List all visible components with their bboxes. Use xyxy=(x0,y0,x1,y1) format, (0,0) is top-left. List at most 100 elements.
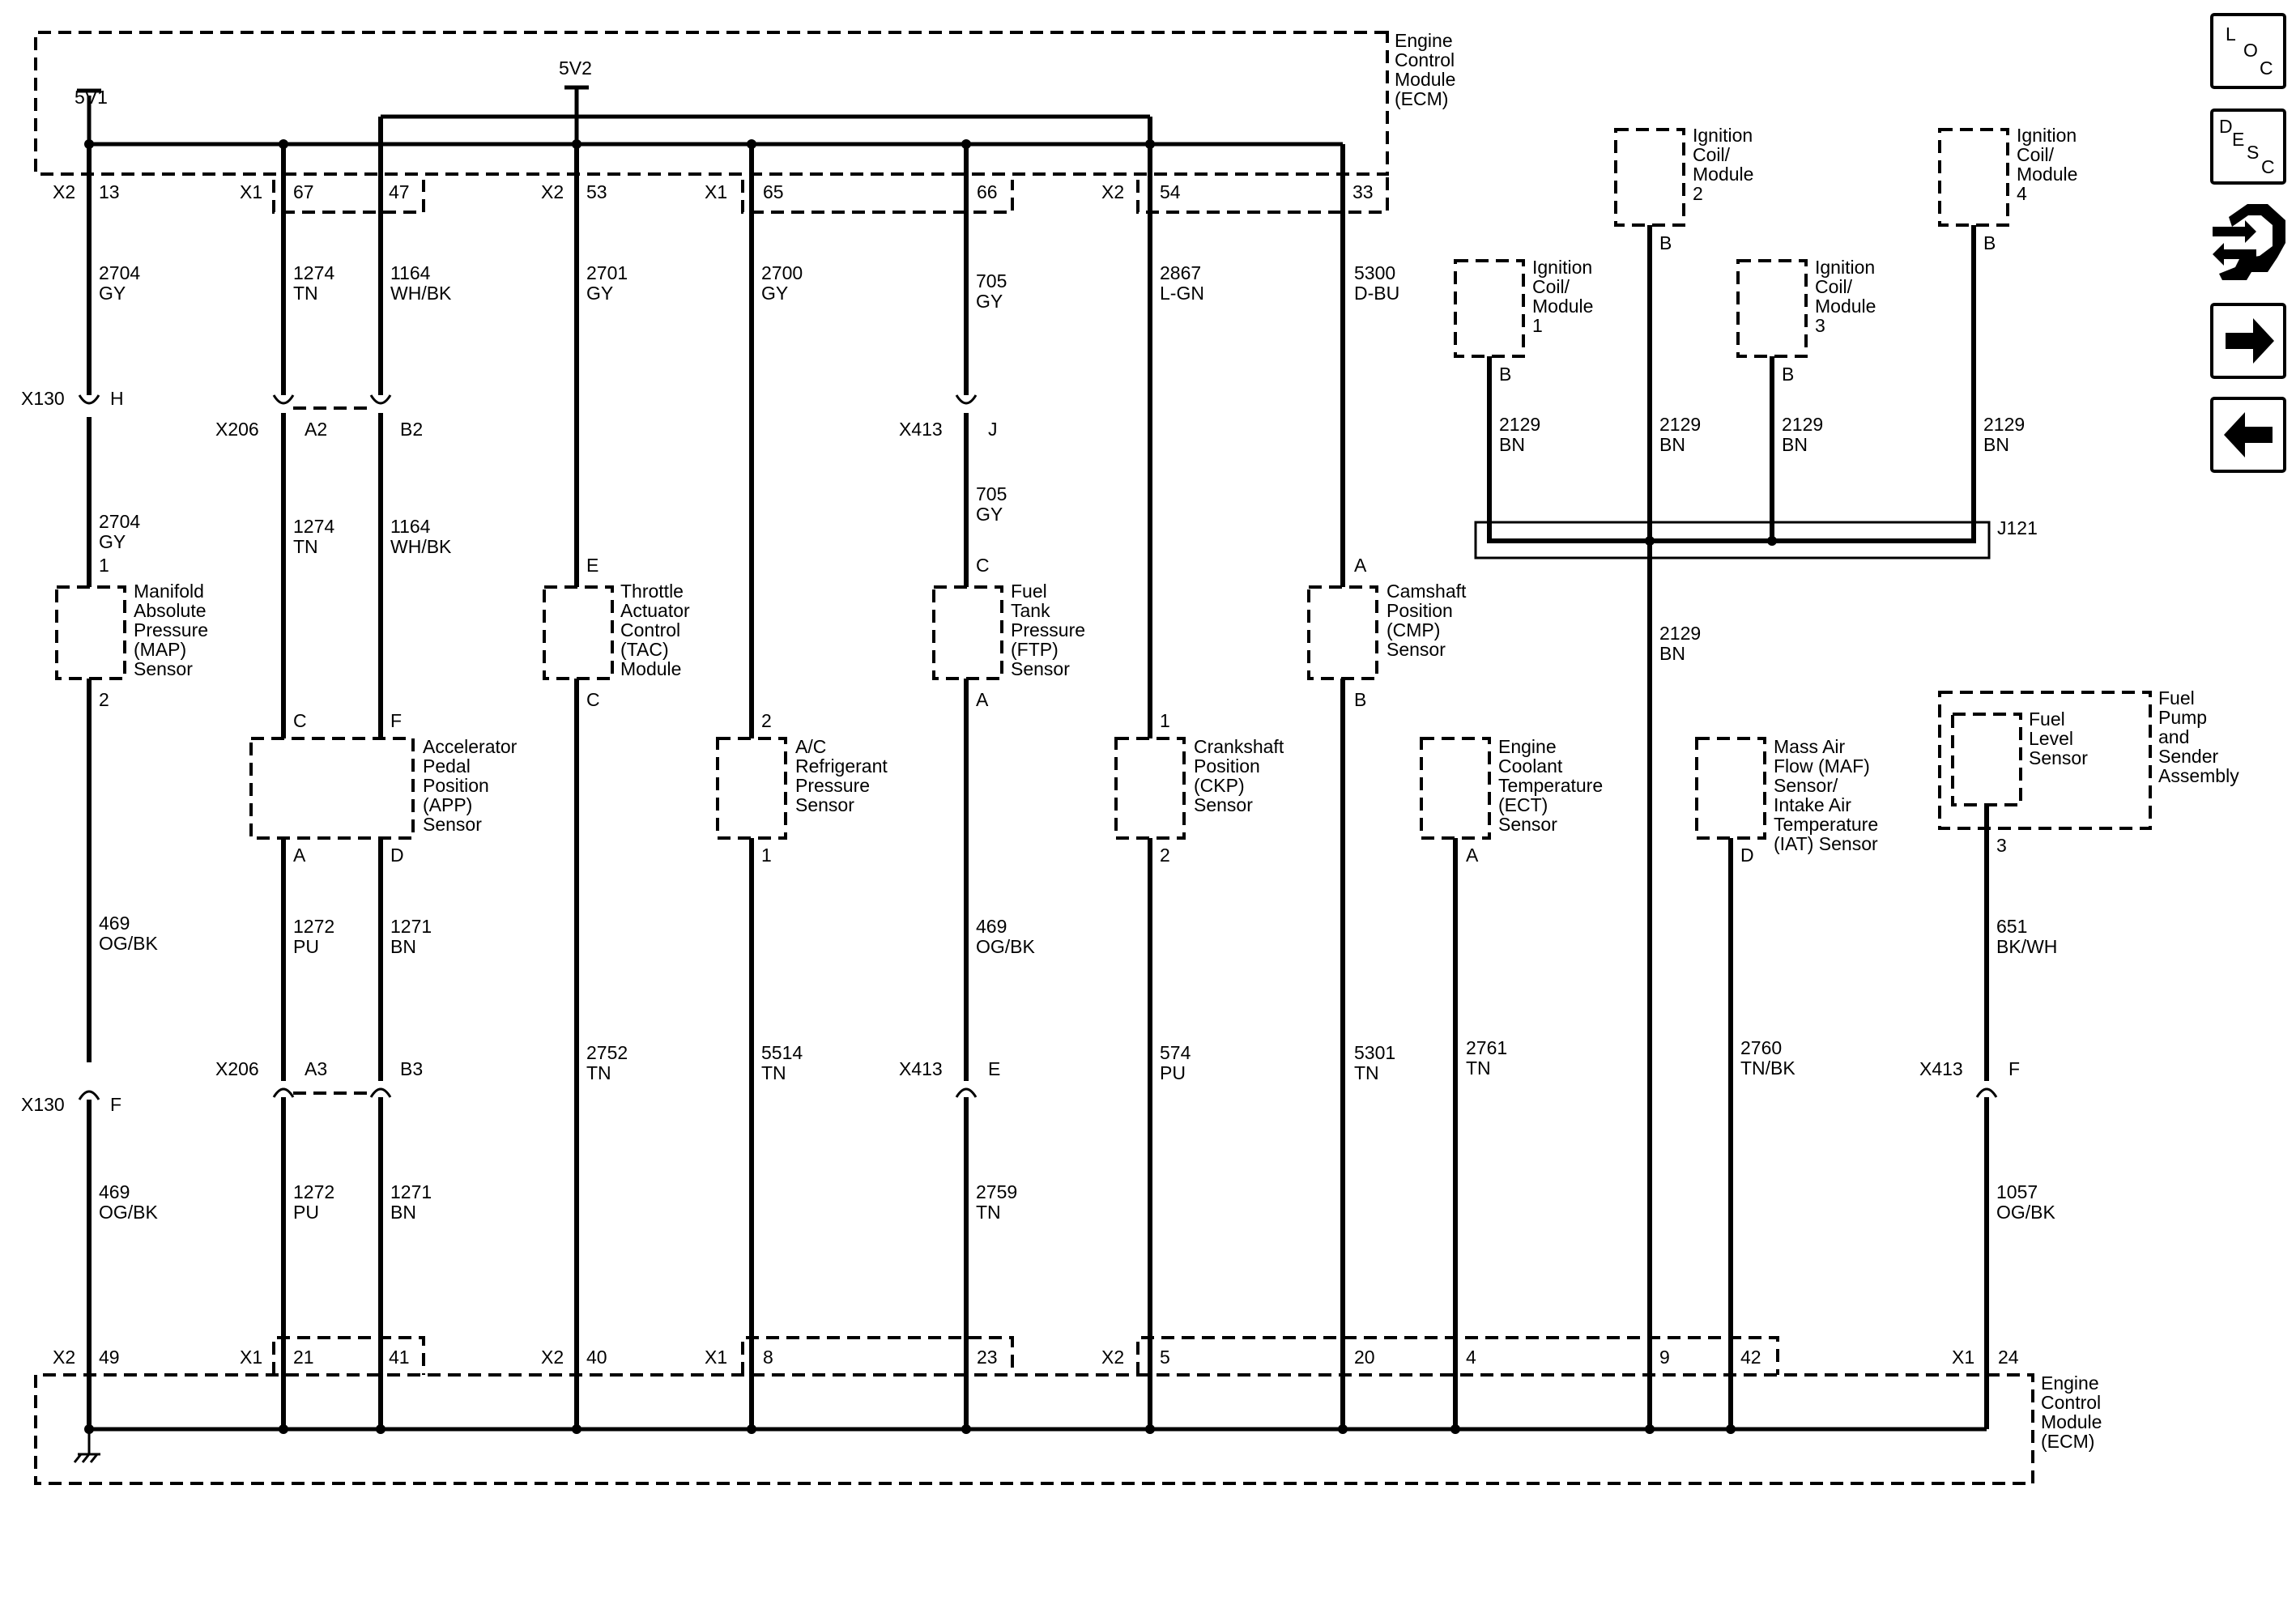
wire-label: GY xyxy=(99,531,126,552)
wire-label: GY xyxy=(976,291,1003,312)
pin-label: D xyxy=(1740,845,1754,866)
wire-label: TN xyxy=(1354,1062,1379,1083)
wire-label: OG/BK xyxy=(1996,1202,2056,1223)
wire-label: GY xyxy=(99,283,126,304)
inline-connector-label: X130 xyxy=(21,1094,65,1115)
wire-label: TN xyxy=(976,1202,1001,1223)
ecm-pin-label: 33 xyxy=(1352,181,1374,202)
inline-connector-label: X413 xyxy=(899,1058,943,1079)
pin-label: B xyxy=(1983,232,1996,253)
wire-label: 469 xyxy=(976,916,1007,937)
connector-pin-label: B3 xyxy=(400,1058,423,1079)
pin-label: 2 xyxy=(99,689,109,710)
ecm-conn-label: X2 xyxy=(53,181,75,202)
ecm-conn-label: X2 xyxy=(1101,181,1124,202)
wire-label: PU xyxy=(293,1202,319,1223)
ect-sensor-box xyxy=(1420,737,1491,840)
splice-j121-box xyxy=(1474,521,1991,560)
wire-label: 574 xyxy=(1160,1042,1191,1063)
wire-label: BN xyxy=(1659,643,1685,664)
ecm-conn-label: X2 xyxy=(53,1347,75,1368)
connector-pin-label: F xyxy=(2008,1058,2020,1079)
arrow-right-icon xyxy=(2226,318,2274,364)
connector-view-button[interactable] xyxy=(2213,204,2285,280)
wire-label: 5301 xyxy=(1354,1042,1395,1063)
tac-module-box xyxy=(543,585,614,680)
connector-pin-label: A3 xyxy=(305,1058,327,1079)
pin-label: 3 xyxy=(1996,835,2007,856)
pin-label: B xyxy=(1782,364,1794,385)
wire-label: 2704 xyxy=(99,262,140,283)
wire-label: 2129 xyxy=(1983,414,2025,435)
wire-label: 2129 xyxy=(1499,414,1540,435)
desc-letter: E xyxy=(2232,129,2244,150)
wire-label: 1272 xyxy=(293,1181,334,1202)
wire-label: 469 xyxy=(99,1181,130,1202)
wire-label: 2759 xyxy=(976,1181,1017,1202)
pin-label: C xyxy=(586,689,600,710)
loc-letter: O xyxy=(2243,40,2258,61)
wire-label: WH/BK xyxy=(390,536,452,557)
wire-label: OG/BK xyxy=(976,936,1036,957)
wire-label: TN xyxy=(761,1062,786,1083)
wire-label: TN xyxy=(293,283,318,304)
location-button[interactable]: L O C xyxy=(2210,13,2286,89)
wire-label: 469 xyxy=(99,913,130,934)
wire-label: GY xyxy=(586,283,613,304)
wire-label: WH/BK xyxy=(390,283,452,304)
pin-label: 2 xyxy=(761,710,772,731)
pin-label: 1 xyxy=(761,845,772,866)
coil3-box xyxy=(1736,259,1808,358)
next-page-button[interactable] xyxy=(2210,303,2286,379)
ecm-pin-label: 21 xyxy=(293,1347,314,1368)
wire-label: GY xyxy=(761,283,788,304)
ecm-pin-label: 20 xyxy=(1354,1347,1375,1368)
ecm-conn-label: X1 xyxy=(705,181,727,202)
wire-label: 2760 xyxy=(1740,1037,1782,1058)
wire-label: BN xyxy=(1782,434,1808,455)
fuel-pump-assembly-box xyxy=(1938,691,2152,830)
wire-label: 2704 xyxy=(99,511,140,532)
pin-label: A xyxy=(1466,845,1479,866)
wire-label: L-GN xyxy=(1160,283,1204,304)
wire-label: OG/BK xyxy=(99,1202,159,1223)
app-sensor-box xyxy=(249,737,415,840)
inline-connector-label: X130 xyxy=(21,388,65,409)
wire-label: BN xyxy=(390,1202,416,1223)
map-sensor-box xyxy=(55,585,126,680)
wire-label: 2129 xyxy=(1782,414,1823,435)
ecm-conn-label: X1 xyxy=(240,181,262,202)
desc-letter: S xyxy=(2247,142,2259,163)
desc-letter: D xyxy=(2219,116,2233,137)
wire-label: 651 xyxy=(1996,916,2027,937)
wire-label: BN xyxy=(1983,434,2009,455)
wire-label: PU xyxy=(293,936,319,957)
pin-label: B xyxy=(1659,232,1672,253)
wire-label: 1272 xyxy=(293,916,334,937)
description-button[interactable]: D E S C xyxy=(2210,109,2286,185)
pin-label: C xyxy=(293,710,307,731)
fuel-level-sensor-box xyxy=(1951,713,2022,806)
previous-page-button[interactable] xyxy=(2210,397,2286,473)
wire-label: 5300 xyxy=(1354,262,1395,283)
wire-label: BN xyxy=(390,936,416,957)
ecm-conn-label: X1 xyxy=(1952,1347,1974,1368)
connector-pin-label: B2 xyxy=(400,419,423,440)
circuit-app: 1274 TN 1164 WH/BK X206 A2 B2 1274 TN 11… xyxy=(215,117,518,1429)
wire-label: 1164 xyxy=(390,516,431,537)
ecm-conn-label: X2 xyxy=(1101,1347,1124,1368)
